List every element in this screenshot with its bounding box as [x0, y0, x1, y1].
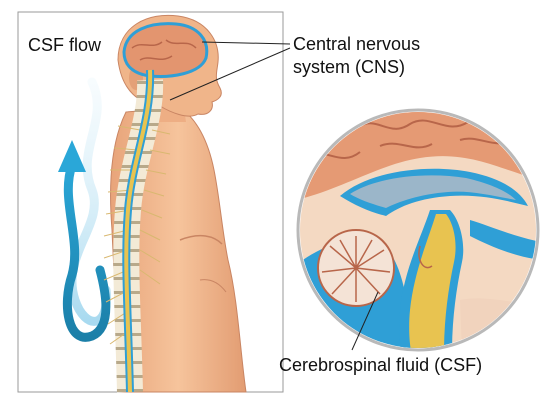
csf-flow-label: CSF flow — [28, 35, 102, 55]
csf-leader-line — [351, 291, 379, 351]
cns-label-line2: system (CNS) — [293, 57, 405, 77]
csf-fluid-label: Cerebrospinal fluid (CSF) — [279, 355, 483, 375]
human-figure — [103, 14, 247, 393]
brainstem-magnified-view — [296, 108, 540, 352]
cns-label-line1: Central nervous — [293, 34, 421, 54]
csf-flow-arrow — [58, 77, 111, 342]
cns-leader-lines — [169, 41, 291, 101]
